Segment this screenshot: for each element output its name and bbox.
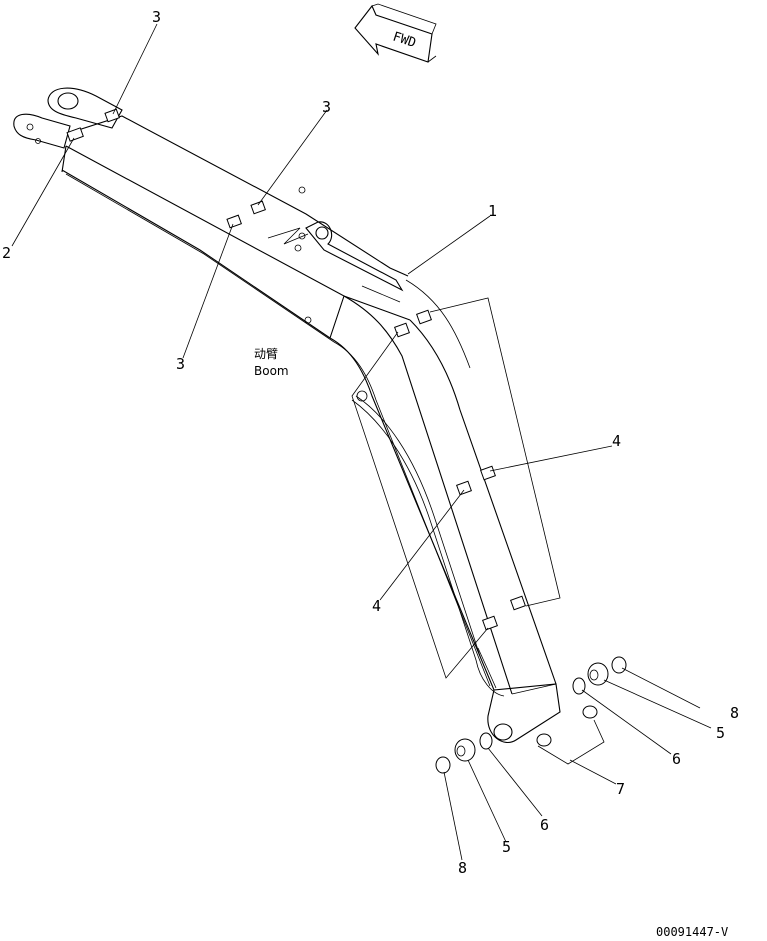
callout-numbers: 3 3 3 2 1 4 4 8 5 6 7 6 5 8 bbox=[2, 8, 739, 877]
callout-7: 7 bbox=[616, 780, 625, 798]
boom-label-en: Boom bbox=[254, 364, 289, 378]
callout-1: 1 bbox=[488, 202, 497, 220]
clamp-3-rear-upper bbox=[104, 108, 120, 123]
callout-2: 2 bbox=[2, 244, 11, 262]
clamp-4-top-right bbox=[416, 309, 432, 325]
callout-6-right: 6 bbox=[672, 750, 681, 768]
clamp-3-mid-upper bbox=[250, 200, 266, 215]
boom-label-cn: 动臂 bbox=[254, 347, 278, 361]
callout-4-left: 4 bbox=[372, 597, 381, 615]
callout-5-right: 5 bbox=[716, 724, 725, 742]
clamp-2-hinge bbox=[66, 127, 84, 142]
ring-8-right bbox=[611, 656, 627, 674]
leader-lines bbox=[11, 23, 712, 861]
clamp-4-top-left bbox=[394, 322, 410, 338]
clamp-4-low-right bbox=[510, 595, 526, 611]
callout-8-right: 8 bbox=[730, 704, 739, 722]
ring-8-left bbox=[435, 756, 451, 774]
grease-fitting-7-left bbox=[536, 733, 552, 747]
grease-fitting-7-right bbox=[582, 705, 598, 719]
boom-body bbox=[13, 87, 561, 743]
callout-4-right: 4 bbox=[612, 432, 621, 450]
clamp-4-low-left bbox=[482, 615, 498, 631]
ring-6-right bbox=[572, 677, 586, 695]
forward-direction-arrow: FWD bbox=[354, 3, 437, 63]
fwd-label: FWD bbox=[391, 30, 418, 52]
ring-6-left bbox=[479, 732, 493, 750]
callout-3-lower: 3 bbox=[176, 355, 185, 373]
callout-3-top-left: 3 bbox=[152, 8, 161, 26]
pin-end-parts bbox=[435, 656, 627, 774]
clamps bbox=[66, 108, 526, 631]
callout-6-left: 6 bbox=[540, 816, 549, 834]
callout-5-left: 5 bbox=[502, 838, 511, 856]
clamp-4-mid-right bbox=[480, 465, 496, 481]
callout-3-top-mid: 3 bbox=[322, 98, 331, 116]
drawing-code: 00091447-V bbox=[656, 925, 728, 939]
clamp-4-mid-left bbox=[456, 480, 472, 496]
clamp-3-mid-lower bbox=[226, 214, 242, 229]
callout-8-left: 8 bbox=[458, 859, 467, 877]
